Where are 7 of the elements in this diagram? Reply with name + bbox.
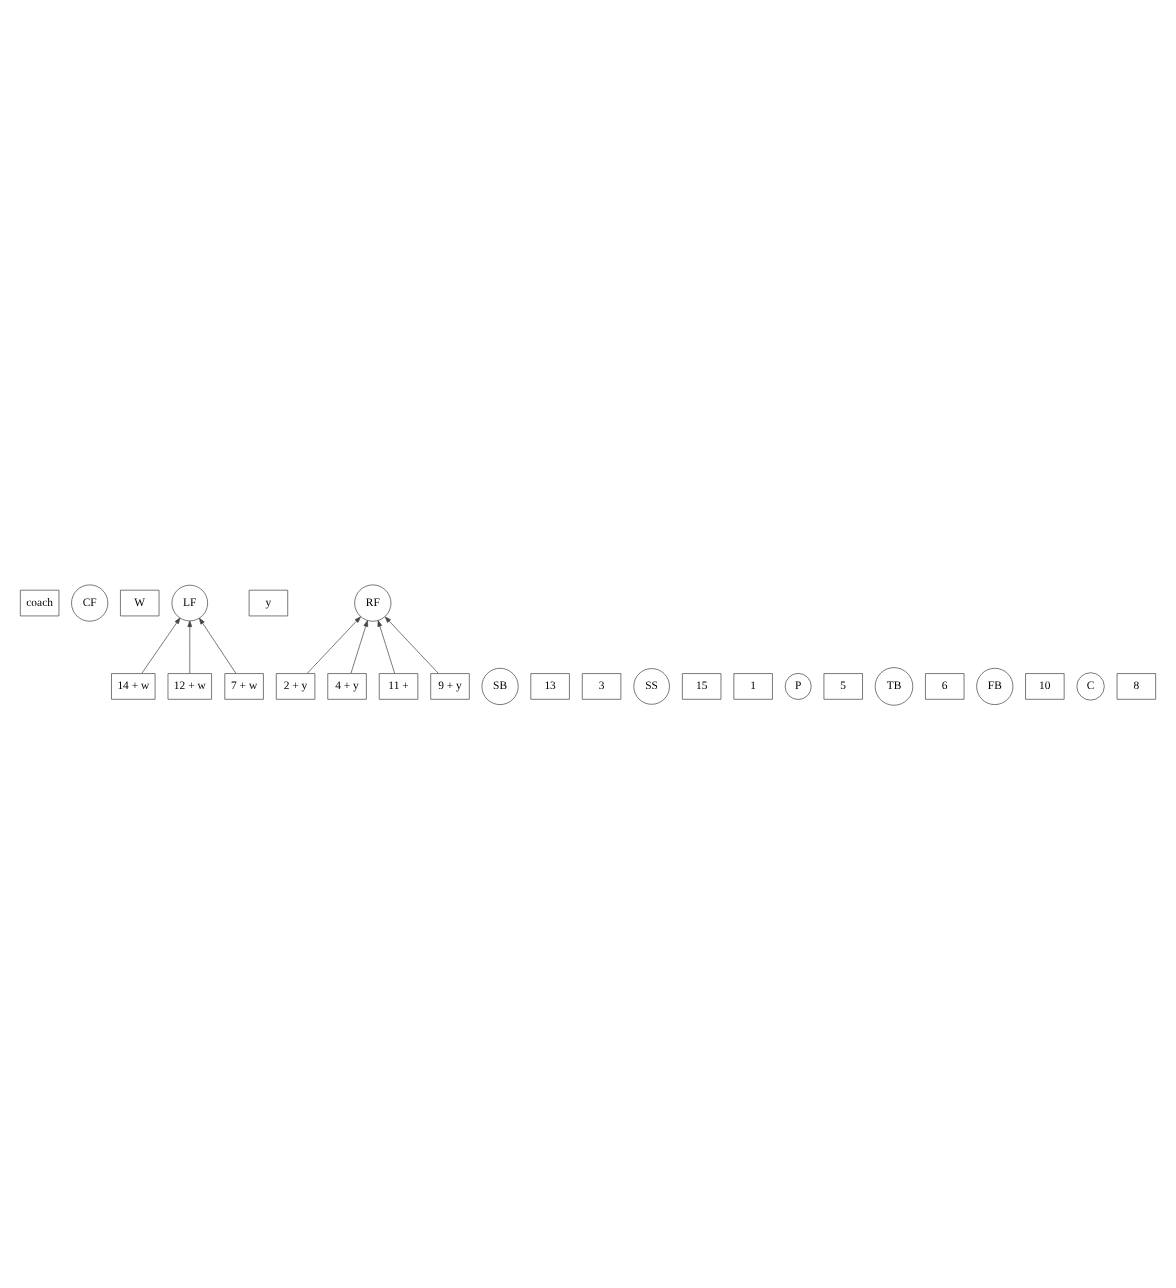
arrow — [187, 619, 193, 673]
arrow — [199, 616, 237, 673]
arrow — [306, 615, 361, 673]
arrow — [384, 615, 439, 673]
arrow — [377, 619, 395, 673]
arrow — [141, 616, 181, 673]
arrow — [350, 619, 369, 673]
